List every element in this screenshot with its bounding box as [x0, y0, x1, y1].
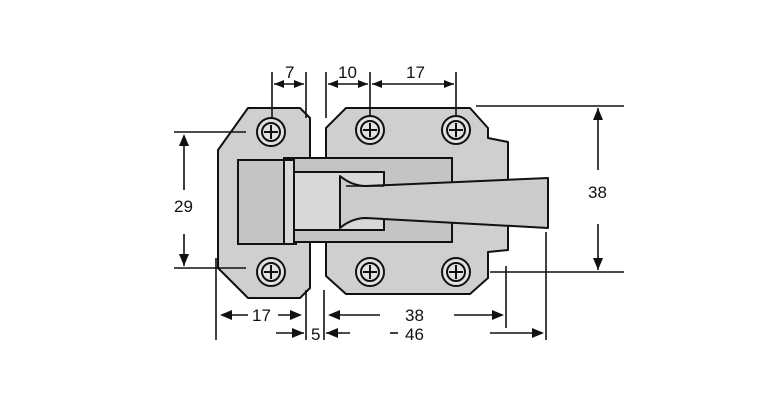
- dim-bottom-left: 17: [252, 306, 271, 325]
- dim-top-gap: 10: [338, 63, 357, 82]
- screw-bottom-left: [256, 257, 286, 287]
- bolt-handle-lever: [339, 175, 549, 229]
- dim-top-spacing: 17: [406, 63, 425, 82]
- dim-left-height: 29: [174, 197, 193, 216]
- dim-right-height: 38: [588, 183, 607, 202]
- extension-lines: [174, 72, 624, 340]
- dimension-arrows: [179, 80, 603, 338]
- screw-bottom-right: [441, 257, 471, 287]
- screw-bottom-middle: [355, 257, 385, 287]
- dim-bottom-gap: 5: [311, 325, 320, 344]
- dim-bottom-total: 46: [405, 325, 424, 344]
- screw-top-left: [256, 117, 286, 147]
- screw-top-right: [441, 115, 471, 145]
- dim-top-offset: 7: [285, 63, 294, 82]
- screw-top-middle: [355, 115, 385, 145]
- dim-bottom-inner: 38: [405, 306, 424, 325]
